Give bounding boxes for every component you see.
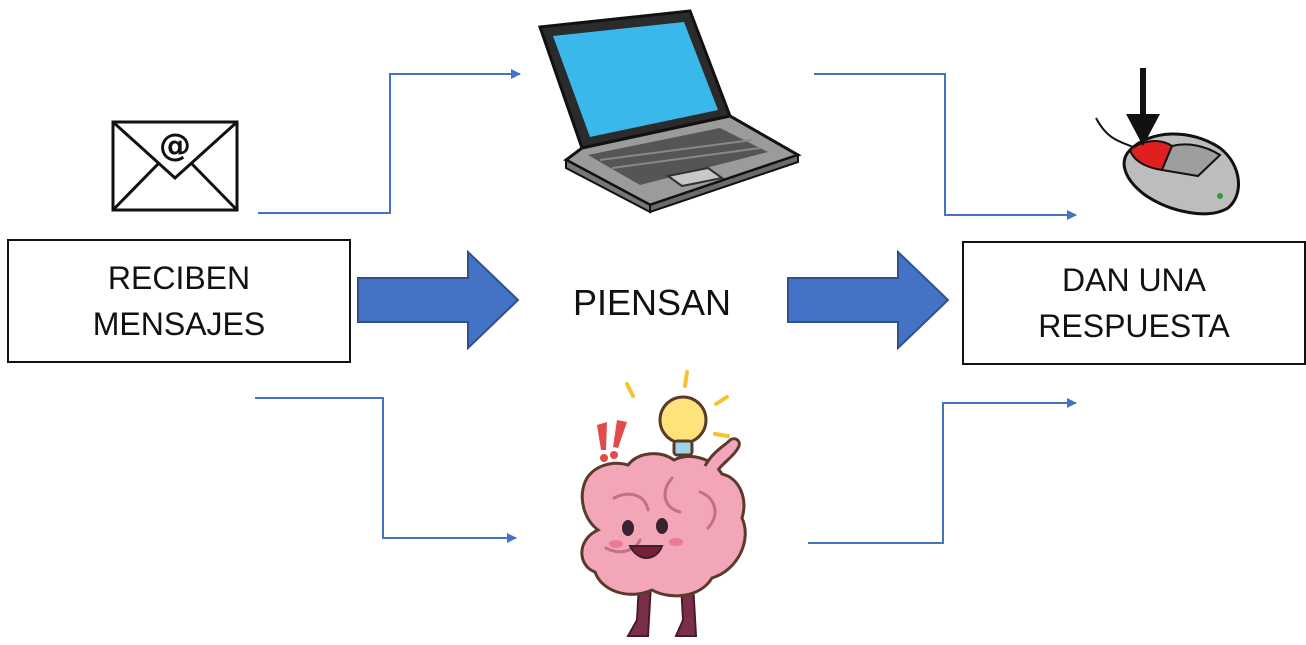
brain-lightbulb-icon — [580, 370, 747, 637]
receive-messages-line1: RECIBEN — [107, 259, 251, 296]
give-response-line2: RESPUESTA — [1038, 308, 1230, 344]
give-response-line1: DAN UNA — [1061, 261, 1206, 298]
connector-messages-to-brain — [255, 397, 517, 543]
think-label: PIENSAN — [573, 282, 732, 323]
connector-laptop-to-mouse — [814, 73, 1077, 220]
give-response-box: DAN UNA RESPUESTA — [962, 241, 1306, 365]
email-envelope-icon: @ — [111, 120, 239, 212]
block-arrow-receive-to-think — [357, 249, 520, 351]
connector-envelope-to-laptop — [258, 69, 521, 214]
connector-brain-to-response — [808, 398, 1077, 544]
receive-messages-line2: MENSAJES — [92, 306, 266, 342]
receive-messages-box: RECIBEN MENSAJES — [7, 239, 351, 363]
laptop-icon — [537, 9, 802, 214]
block-arrow-think-to-respond — [787, 249, 950, 351]
svg-text:@: @ — [159, 126, 191, 164]
mouse-click-icon — [1095, 68, 1240, 216]
